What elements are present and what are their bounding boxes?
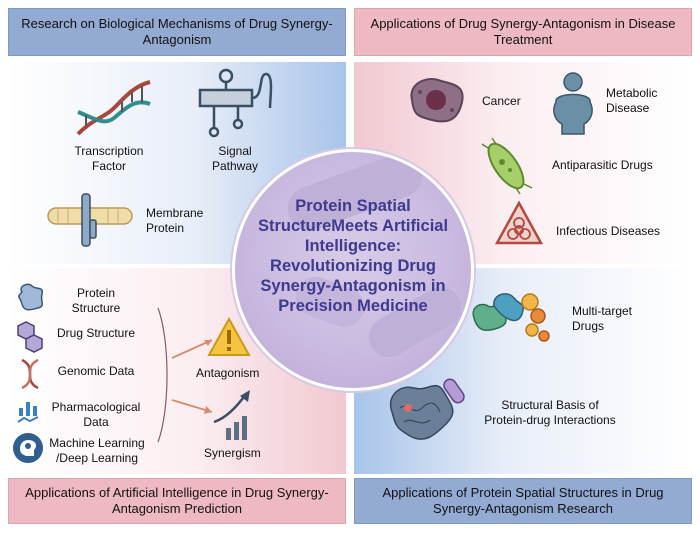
transcription-factor-label: Transcription Factor	[74, 144, 144, 173]
genomic-data-label: Genomic Data	[57, 364, 135, 378]
parasite-icon	[481, 137, 533, 195]
metabolic-disease-label: Metabolic Disease	[606, 86, 658, 115]
cancer-cell-icon	[410, 78, 464, 123]
dna-small-icon	[21, 358, 39, 390]
structural-basis-label: Structural Basis of Protein-drug Interac…	[484, 398, 616, 427]
capsule-watermark-icon	[287, 153, 461, 357]
signal-pathway-icon	[198, 68, 273, 138]
hexagon-icon	[17, 321, 43, 353]
center-title: Protein Spatial StructureMeets Artificia…	[257, 197, 449, 315]
membrane-protein-label: Membrane Protein	[146, 206, 204, 235]
banner-ai-prediction: Applications of Artificial Intelligence …	[8, 478, 346, 524]
synergism-label: Synergism	[204, 446, 261, 460]
multi-target-label: Multi-target Drugs	[572, 304, 633, 333]
protein-structure-label: Protein Structure	[71, 286, 121, 315]
cancer-label: Cancer	[482, 94, 521, 108]
protein-drug-icon	[389, 378, 465, 440]
protein-blob-icon	[18, 283, 44, 311]
antiparasitic-label: Antiparasitic Drugs	[552, 158, 653, 172]
pharmacological-data-label: Pharmacological Data	[51, 400, 141, 429]
banner-biological-mechanisms: Research on Biological Mechanisms of Dru…	[8, 8, 346, 56]
antagonism-label: Antagonism	[196, 366, 260, 380]
obese-person-icon	[553, 72, 593, 135]
dna-icon	[76, 80, 151, 136]
signal-pathway-label: Signal Pathway	[211, 144, 259, 173]
membrane-protein-icon	[47, 193, 133, 247]
ml-dl-label: Machine Learning /Deep Learning	[49, 436, 145, 465]
bracket-arrows	[157, 307, 213, 443]
warning-icon	[207, 316, 251, 356]
drug-structure-label: Drug Structure	[56, 326, 136, 340]
data-chart-icon	[17, 402, 39, 423]
infectious-diseases-label: Infectious Diseases	[556, 224, 661, 238]
biohazard-icon	[494, 200, 544, 245]
center-hub: Protein Spatial StructureMeets Artificia…	[232, 149, 474, 391]
banner-protein-structures: Applications of Protein Spatial Structur…	[354, 478, 692, 524]
banner-disease-treatment: Applications of Drug Synergy-Antagonism …	[354, 8, 692, 56]
trend-up-icon	[213, 390, 250, 440]
brain-head-icon	[13, 433, 43, 463]
protein-complex-icon	[472, 293, 550, 342]
